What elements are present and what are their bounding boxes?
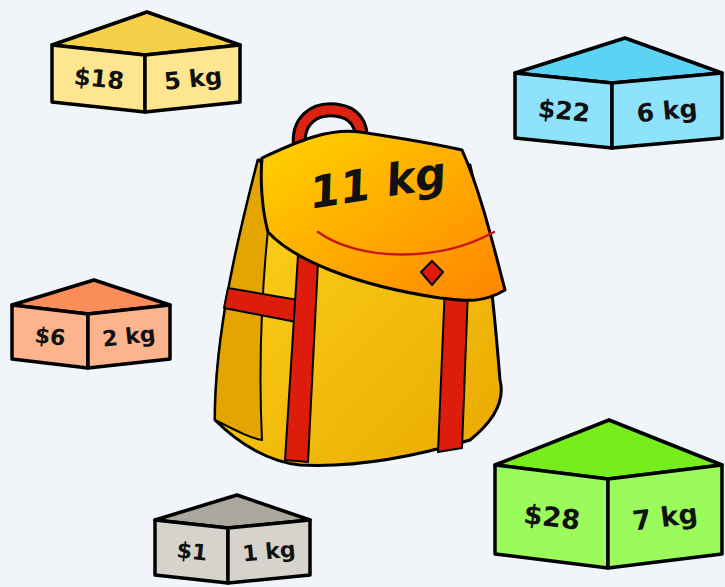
- item-box: $1 1 kg: [155, 495, 310, 583]
- box-right-face: [88, 305, 170, 368]
- clasp: [421, 261, 443, 285]
- front-strap: [285, 255, 318, 462]
- weight-label: 7 kg: [631, 499, 699, 534]
- box-outline: [52, 12, 240, 112]
- box-left-face: [12, 305, 88, 368]
- box-left-face: [155, 520, 228, 583]
- weight-label: 5 kg: [162, 64, 222, 94]
- box-left-face: [52, 45, 145, 112]
- front-strap: [438, 285, 468, 452]
- box-left-face: [495, 465, 608, 568]
- box-right-face: [608, 465, 722, 568]
- box-right-face: [612, 73, 722, 148]
- weight-label: 2 kg: [101, 323, 156, 351]
- flap-seam: [318, 232, 494, 255]
- value-label: $28: [522, 500, 581, 534]
- item-box: $6 2 kg: [12, 280, 170, 368]
- item-box: $18 5 kg: [52, 12, 240, 112]
- value-label: $1: [175, 539, 208, 564]
- value-label: $22: [536, 95, 590, 125]
- box-outline: [515, 38, 722, 148]
- backpack-outline: [205, 105, 515, 475]
- value-label: $6: [34, 324, 67, 349]
- knapsack: 11 kg: [205, 105, 515, 475]
- side-strap: [224, 288, 298, 322]
- box-outline: [495, 420, 722, 568]
- box-left-face: [515, 73, 612, 148]
- item-box: $28 7 kg: [495, 420, 722, 568]
- box-right-face: [228, 520, 310, 583]
- backpack-illustration: [215, 110, 505, 466]
- backpack-flap: [261, 131, 505, 300]
- item-box: $22 6 kg: [515, 38, 722, 148]
- box-right-face: [145, 45, 240, 112]
- value-label: $18: [72, 64, 124, 93]
- weight-label: 6 kg: [636, 95, 699, 125]
- weight-label: 1 kg: [241, 538, 296, 565]
